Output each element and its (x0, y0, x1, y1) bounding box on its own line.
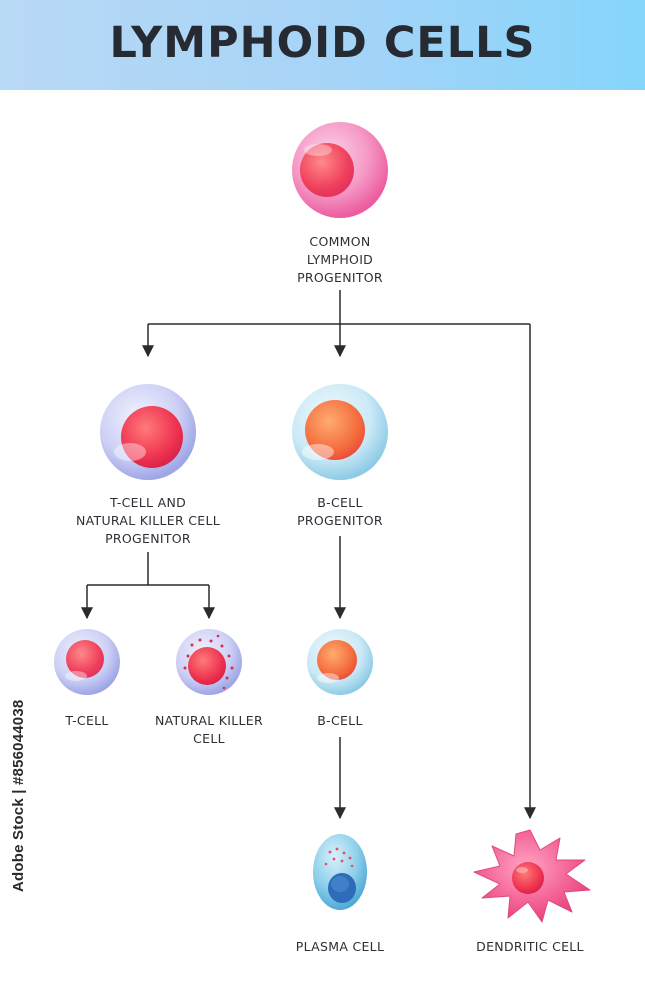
node-label-plasma-cell: PLASMA CELL (295, 939, 385, 954)
t-nk-progenitor-cell-icon (100, 384, 196, 480)
arrow-connectors (81, 290, 536, 820)
node-label-t-nk-progenitor: T-CELL AND NATURAL KILLER CELL PROGENITO… (75, 495, 220, 546)
title-banner: LYMPHOID CELLS (0, 0, 645, 90)
node-label-dendritic-cell: DENDRITIC CELL (476, 939, 584, 954)
node-label-t-cell: T-CELL (65, 713, 109, 728)
stock-watermark-id: Adobe Stock | #856044038 (10, 699, 27, 892)
common-progenitor-cell-icon (292, 122, 388, 218)
node-label-b-cell: B-CELL (317, 713, 363, 728)
page-title: LYMPHOID CELLS (109, 18, 536, 68)
node-label-nk-cell: NATURAL KILLER CELL (155, 713, 263, 746)
b-progenitor-cell-icon (292, 384, 388, 480)
dendritic-cell-icon (473, 829, 591, 923)
node-label-b-progenitor: B-CELL PROGENITOR (297, 495, 383, 528)
b-cell-icon (307, 629, 373, 695)
nk-cell-icon (176, 629, 242, 695)
plasma-cell-icon (313, 834, 367, 910)
t-cell-icon (54, 629, 120, 695)
node-label-common-progenitor: COMMON LYMPHOID PROGENITOR (297, 234, 383, 285)
